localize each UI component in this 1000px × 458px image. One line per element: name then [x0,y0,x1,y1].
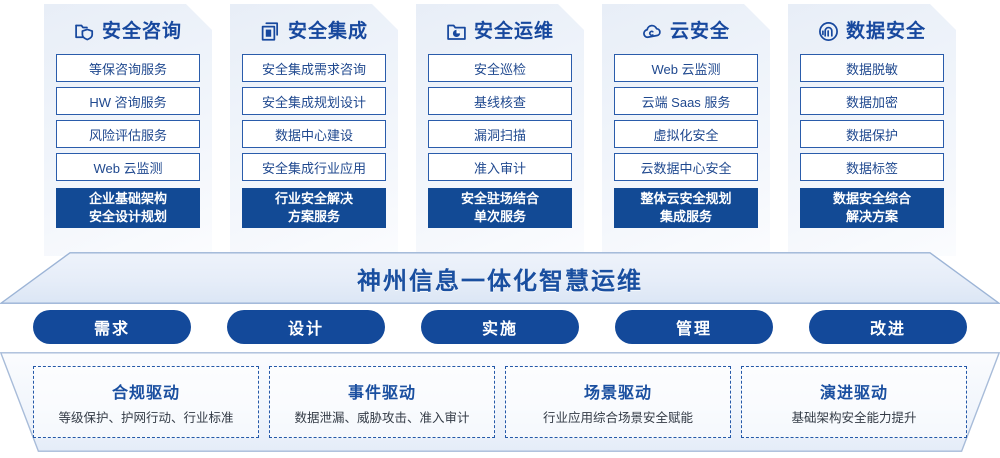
cloud-icon [642,21,663,42]
highlight-service-item[interactable]: 行业安全解决 方案服务 [242,188,386,228]
highlight-service-item[interactable]: 安全驻场结合 单次服务 [428,188,572,228]
column-header: 云安全 [614,14,758,48]
capability-column-security-operations[interactable]: 安全运维 安全巡检 基线核查 漏洞扫描 准入审计 安全驻场结合 单次服务 [416,4,584,256]
service-item[interactable]: Web 云监测 [614,54,758,82]
column-header: 安全咨询 [56,14,200,48]
service-item[interactable]: 安全集成规划设计 [242,87,386,115]
service-item[interactable]: 云端 Saas 服务 [614,87,758,115]
driver-title: 场景驱动 [583,384,652,402]
service-item[interactable]: 虚拟化安全 [614,120,758,148]
service-item[interactable]: 安全集成行业应用 [242,153,386,181]
highlight-line-1: 整体云安全规划 [640,191,732,207]
service-item[interactable]: 数据加密 [800,87,944,115]
driver-title: 合规驱动 [111,384,180,402]
highlight-line-2: 解决方案 [845,209,898,224]
driver-card-compliance[interactable]: 合规驱动 等级保护、护网行动、行业标准 [33,366,259,438]
service-item[interactable]: 安全集成需求咨询 [242,54,386,82]
column-title: 数据安全 [845,20,926,42]
lifecycle-pill-management[interactable]: 管理 [615,310,773,344]
capability-column-security-consulting[interactable]: 安全咨询 等保咨询服务 HW 咨询服务 风险评估服务 Web 云监测 企业基础架… [44,4,212,256]
highlight-service-item[interactable]: 数据安全综合 解决方案 [800,188,944,228]
folder-shield-icon [74,21,95,42]
service-item[interactable]: 数据中心建设 [242,120,386,148]
service-item[interactable]: 数据脱敏 [800,54,944,82]
service-item[interactable]: HW 咨询服务 [56,87,200,115]
service-item[interactable]: 数据保护 [800,120,944,148]
capability-column-cloud-security[interactable]: 云安全 Web 云监测 云端 Saas 服务 虚拟化安全 云数据中心安全 整体云… [602,4,770,256]
column-title: 安全运维 [473,20,554,42]
driver-card-scenario[interactable]: 场景驱动 行业应用综合场景安全赋能 [505,366,731,438]
highlight-line-2: 单次服务 [473,209,526,224]
service-item[interactable]: 云数据中心安全 [614,153,758,181]
driver-card-incident[interactable]: 事件驱动 数据泄漏、威胁攻击、准入审计 [269,366,495,438]
platform-banner: 神州信息一体化智慧运维 [0,252,1000,304]
highlight-line-2: 安全设计规划 [88,209,167,224]
highlight-line-1: 企业基础架构 [88,191,167,207]
highlight-line-1: 数据安全综合 [832,191,911,207]
column-title: 安全咨询 [101,20,182,42]
highlight-line-1: 行业安全解决 [274,191,353,207]
highlight-line-2: 方案服务 [287,209,340,224]
lifecycle-pills: 需求 设计 实施 管理 改进 [0,310,1000,346]
column-title: 安全集成 [287,20,368,42]
drivers-list: 合规驱动 等级保护、护网行动、行业标准 事件驱动 数据泄漏、威胁攻击、准入审计 … [0,352,1000,452]
capability-column-security-integration[interactable]: 安全集成 安全集成需求咨询 安全集成规划设计 数据中心建设 安全集成行业应用 行… [230,4,398,256]
service-item[interactable]: 风险评估服务 [56,120,200,148]
capability-columns: 安全咨询 等保咨询服务 HW 咨询服务 风险评估服务 Web 云监测 企业基础架… [0,4,1000,256]
column-header: 安全集成 [242,14,386,48]
lifecycle-pill-implementation[interactable]: 实施 [421,310,579,344]
driver-subtitle: 等级保护、护网行动、行业标准 [58,410,234,425]
folder-chart-icon [446,21,467,42]
driver-card-evolution[interactable]: 演进驱动 基础架构安全能力提升 [741,366,967,438]
service-item[interactable]: Web 云监测 [56,153,200,181]
highlight-service-item[interactable]: 整体云安全规划 集成服务 [614,188,758,228]
fingerprint-icon [818,21,839,42]
capability-column-data-security[interactable]: 数据安全 数据脱敏 数据加密 数据保护 数据标签 数据安全综合 解决方案 [788,4,956,256]
column-header: 安全运维 [428,14,572,48]
service-item[interactable]: 数据标签 [800,153,944,181]
driver-subtitle: 基础架构安全能力提升 [791,410,917,425]
lifecycle-pill-design[interactable]: 设计 [227,310,385,344]
lifecycle-pill-improvement[interactable]: 改进 [809,310,967,344]
highlight-line-1: 安全驻场结合 [460,191,539,207]
column-header: 数据安全 [800,14,944,48]
highlight-line-2: 集成服务 [659,209,712,224]
driver-title: 演进驱动 [819,384,888,402]
column-title: 云安全 [669,20,730,42]
driver-title: 事件驱动 [347,384,416,402]
document-stack-icon [260,21,281,42]
highlight-service-item[interactable]: 企业基础架构 安全设计规划 [56,188,200,228]
service-item[interactable]: 等保咨询服务 [56,54,200,82]
service-item[interactable]: 安全巡检 [428,54,572,82]
service-item[interactable]: 准入审计 [428,153,572,181]
platform-banner-title: 神州信息一体化智慧运维 [357,267,643,295]
service-item[interactable]: 基线核查 [428,87,572,115]
driver-subtitle: 数据泄漏、威胁攻击、准入审计 [294,410,470,425]
driver-subtitle: 行业应用综合场景安全赋能 [542,410,693,425]
service-item[interactable]: 漏洞扫描 [428,120,572,148]
lifecycle-pill-requirement[interactable]: 需求 [33,310,191,344]
